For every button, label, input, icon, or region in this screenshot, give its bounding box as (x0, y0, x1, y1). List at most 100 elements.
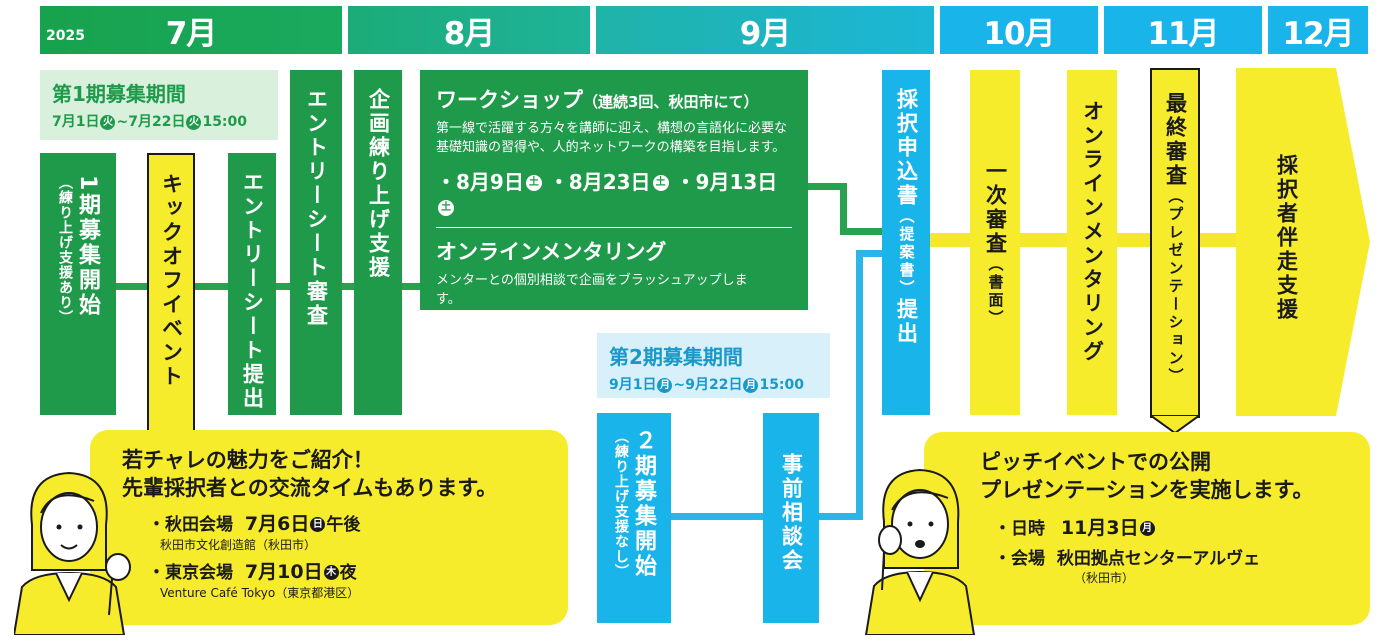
weekday-badge: 火 (186, 114, 202, 130)
weekday-badge: 土 (652, 175, 669, 192)
workshop-title-text: ワークショップ (436, 88, 583, 112)
event-date-value: 11月3日 (1060, 516, 1139, 539)
step-title: オンラインメンタリング (1080, 100, 1105, 364)
event-details: ・日時 11月3日月 ・会場 秋田拠点センターアルヴェ （秋田市） (994, 513, 1350, 586)
venue-place: Venture Café Tokyo（東京都港区） (160, 585, 360, 600)
weekday-badge: 土 (438, 200, 454, 217)
workshop-box: ワークショップ（連続3回、秋田市にて） 第一線で活躍する方々を講師に迎え、構想の… (420, 70, 808, 310)
venue-date: 7月6日 (244, 512, 310, 535)
timeline-line-green-4 (840, 228, 885, 235)
bubble-line: ピッチイベントでの公開 (980, 450, 1211, 474)
event-place-value: 秋田拠点センターアルヴェ (1056, 548, 1261, 569)
month-october: 10月 (940, 6, 1098, 54)
mentoring-description: メンターとの個別相談で企画をブラッシュアップします。 (436, 272, 748, 307)
step-entry-review: エントリーシート審査 (290, 70, 342, 415)
step-title: 企画練り上げ支援 (366, 88, 391, 280)
person-illustration-left (14, 471, 131, 635)
step-sub: （練り上げ支援あり） (57, 175, 73, 325)
workshop-date: ・8月23日 (548, 169, 651, 194)
month-label: 8月 (443, 15, 496, 52)
step-title: ２期募集開始 (631, 429, 656, 579)
step-support: 採択者伴走支援 (1236, 68, 1336, 416)
step-plan-support: 企画練り上げ支援 (354, 70, 402, 415)
step-start-2: （練り上げ支援なし） ２期募集開始 (597, 413, 671, 623)
month-august: 8月 (348, 6, 590, 54)
month-september: 9月 (596, 6, 934, 54)
step-online-mentoring: オンラインメンタリング (1067, 70, 1117, 415)
weekday-badge: 日 (310, 517, 326, 533)
step-sub: （練り上げ支援なし） (613, 429, 629, 579)
step-title: エントリーシート提出 (240, 171, 265, 411)
bubble-line: プレゼンテーションを実施します。 (980, 478, 1314, 503)
workshop-title: ワークショップ（連続3回、秋田市にて） (436, 84, 792, 114)
weekday-badge: 火 (100, 114, 116, 130)
period-date-start: 7月1日 (52, 114, 100, 130)
venue-tokyo: ・東京会場 7月10日木夜 (148, 557, 544, 584)
period-date-time: 15:00 (759, 377, 805, 393)
step-pre-consult: 事前相談会 (763, 413, 819, 623)
year-label: 2025 (46, 28, 85, 44)
support-arrow-shape (1236, 68, 1370, 416)
period-date-time: 15:00 (202, 114, 248, 130)
venue-label: ・東京会場 (148, 562, 233, 583)
workshop-title-note: （連続3回、秋田市にて） (583, 93, 759, 111)
bubble-line: 先輩採択者との交流タイムもあります。 (122, 476, 498, 501)
timeline-line-green-2 (806, 183, 846, 190)
weekday-badge: 月 (743, 377, 759, 393)
step-sub: （提案書） (897, 208, 916, 298)
step-title: 1期募集開始 (75, 175, 100, 319)
timeline-line-green-3 (840, 183, 847, 235)
venue-list: ・秋田会場 7月6日日午後 秋田市文化創造館（秋田市） ・東京会場 7月10日木… (148, 509, 544, 601)
timeline-line-blue-1 (670, 513, 765, 520)
venue-akita: ・秋田会場 7月6日日午後 (148, 509, 544, 536)
venue-label: ・秋田会場 (148, 514, 233, 535)
step-title-b: 提出 (894, 298, 919, 346)
workshop-date: ・8月9日 (436, 169, 524, 194)
step-title: 最終審査（プレゼンテーション） (1163, 92, 1188, 386)
bubble-line: 若チャレの魅力をご紹介！ (122, 448, 374, 472)
month-december: 12月 (1268, 6, 1368, 54)
final-review-arrow-tip (1150, 415, 1200, 435)
venue-time: 午後 (326, 514, 361, 535)
mentoring-title: オンラインメンタリング (436, 239, 667, 264)
period-date-end: ~7月22日 (116, 114, 186, 130)
workshop-dates: ・8月9日土 ・8月23日土 ・9月13日土 (436, 166, 792, 219)
speech-bubble-left: 若チャレの魅力をご紹介！ 先輩採択者との交流タイムもあります。 ・秋田会場 7月… (90, 430, 568, 625)
step-sub: （プレゼンテーション） (1166, 188, 1185, 386)
speech-bubble-right: ピッチイベントでの公開 プレゼンテーションを実施します。 ・日時 11月3日月 … (924, 432, 1370, 625)
month-november: 11月 (1104, 6, 1262, 54)
workshop-description: 第一線で活躍する方々を講師に迎え、構想の言語化に必要な基礎知識の習得や、人的ネッ… (436, 121, 788, 155)
period-date-end: ~9月22日 (673, 377, 743, 393)
event-place: ・会場 秋田拠点センターアルヴェ (994, 544, 1350, 569)
weekday-badge: 月 (1139, 521, 1155, 537)
step-title: 事前相談会 (779, 453, 804, 573)
workshop-divider (436, 226, 792, 228)
step-title: 一次審査（書面） (983, 160, 1008, 328)
month-label: 11月 (1147, 15, 1219, 52)
step-title-text: 最終審査 (1163, 92, 1188, 188)
period-title: 第2期募集期間 (609, 345, 743, 369)
step-sub: （書面） (986, 256, 1005, 328)
step-title-text: 一次審査 (983, 160, 1008, 256)
step-entry-submit: エントリーシート提出 (228, 153, 276, 415)
step-title: 採択者伴走支援 (1274, 154, 1299, 322)
step-kickoff: キックオフイベント (147, 153, 195, 443)
venue-time: 夜 (339, 562, 357, 583)
event-place-label: ・会場 (994, 548, 1045, 569)
venue-date: 7月10日 (244, 560, 323, 583)
person-illustration-right (864, 468, 976, 635)
event-place-note: （秋田市） (1074, 570, 1135, 585)
month-label: 7月 (165, 15, 218, 52)
step-first-review: 一次審査（書面） (970, 70, 1020, 415)
step-final-review: 最終審査（プレゼンテーション） (1150, 68, 1200, 418)
weekday-badge: 土 (525, 175, 542, 192)
event-date: ・日時 11月3日月 (994, 513, 1350, 540)
step-title-a: 採択申込書 (894, 88, 919, 208)
workshop-date: ・9月13日 (675, 169, 778, 194)
venue-place: 秋田市文化創造館（秋田市） (160, 537, 317, 552)
step-title: 採択申込書（提案書）提出 (894, 88, 919, 346)
